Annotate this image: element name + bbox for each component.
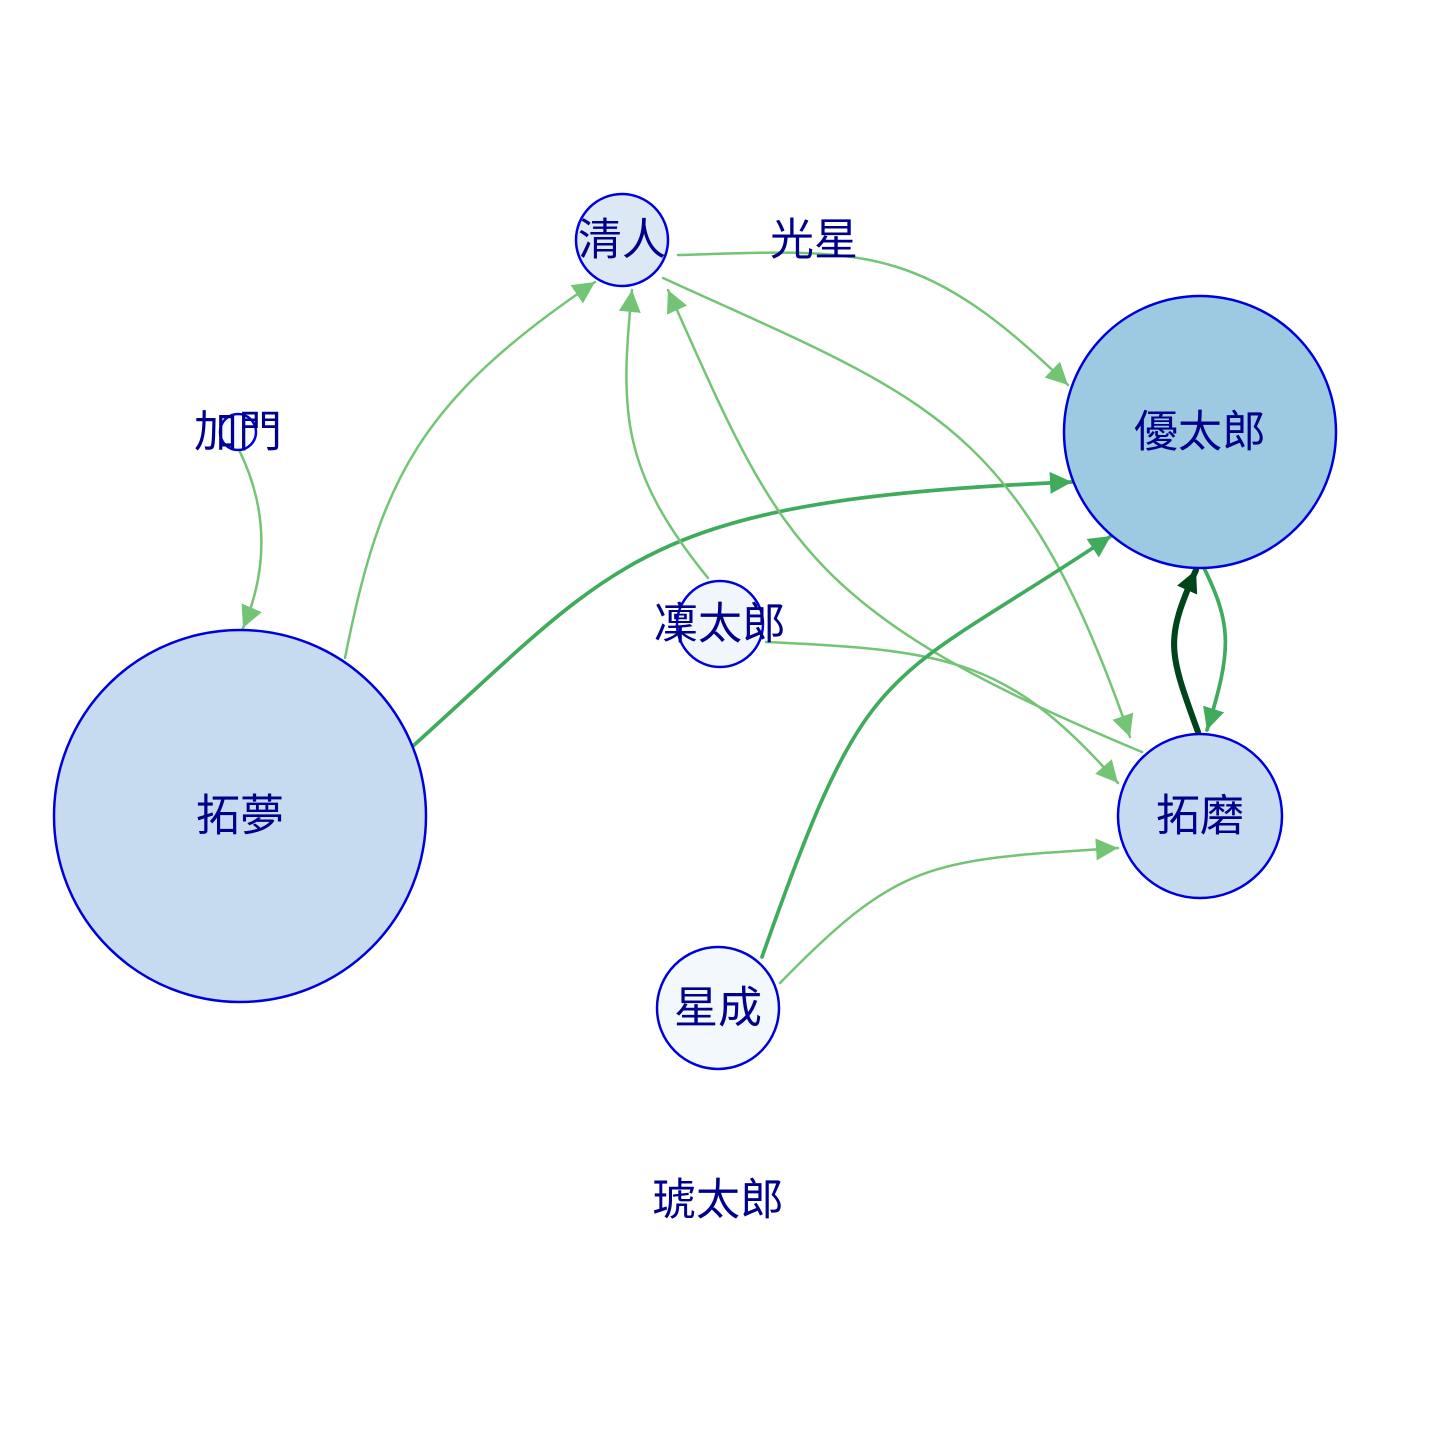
node-yutaro: 優太郎 [1062,294,1338,570]
node-seinari: 星成 [655,945,781,1071]
node-label-seijin: 清人 [578,215,666,266]
edge-seinari-to-takuma [778,838,1120,985]
node-seijin: 清人 [574,192,670,288]
node-label-rintaro: 凜太郎 [654,599,786,650]
node-label-takuma: 拓磨 [1156,791,1244,842]
edges-layer [238,251,1228,985]
edge-takumu-to-seijin [343,280,597,660]
edge-takumu-to-yutaro [411,471,1074,748]
node-kamon: 加門 [194,407,282,458]
node-label-yutaro: 優太郎 [1134,407,1266,458]
node-kohtaro: 琥太郎 [652,1175,784,1226]
node-label-kamon: 加門 [194,407,282,458]
edge-seinari-to-yutaro [760,534,1113,959]
node-takuma: 拓磨 [1116,732,1284,900]
nodes-layer: 清人 光星 加門 優太郎 拓夢 凜太郎 拓磨 星成 琥太郎 [52,192,1338,1226]
edge-seijin-to-yutaro [676,251,1070,387]
edge-takuma-to-yutaro [1171,566,1202,736]
edge-rintaro-to-takuma [764,640,1120,785]
edge-takuma-to-seijin [666,288,1144,754]
node-label-takumu: 拓夢 [196,791,284,842]
node-label-seinari: 星成 [674,983,762,1034]
node-rintaro: 凜太郎 [654,579,786,669]
node-kousei: 光星 [770,215,858,266]
node-label-kohtaro: 琥太郎 [652,1175,784,1226]
node-takumu: 拓夢 [52,628,428,1004]
node-label-kousei: 光星 [770,215,858,266]
edge-kamon-to-takumu [238,450,263,630]
edge-rintaro-to-seijin [618,288,710,580]
edge-seijin-to-takuma [661,276,1134,739]
edge-yutaro-to-takuma [1202,566,1228,732]
